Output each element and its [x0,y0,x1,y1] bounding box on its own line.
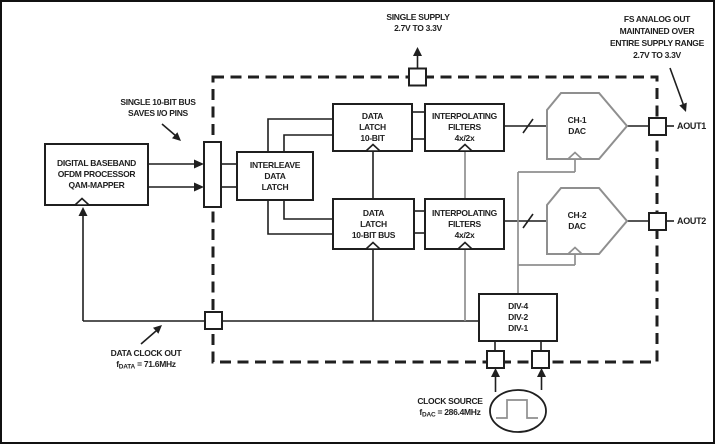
interleave-latch-label: INTERLEAVE DATA LATCH [249,159,301,192]
interp-filters-1-label: INTERPOLATING FILTERS 4x/2x [432,111,497,143]
fs-analog-out-label: FS ANALOG OUT MAINTAINED OVER ENTIRE SUP… [610,14,704,60]
processor-label: DIGITAL BASEBAND OFDM PROCESSOR QAM-MAPP… [57,158,136,190]
interp-filters-2-box [424,198,505,250]
data-clock-arrow [140,330,157,345]
block-rects [44,103,558,342]
clock-in-port-2 [531,350,550,369]
arrowheads [78,47,687,377]
dac2-clock-notch [565,246,585,255]
processor-clock-notch [72,197,92,206]
dac-1-label: CH-1 DAC [567,115,587,136]
bus-slash-1 [522,118,534,134]
data-latch-2-label: DATA LATCH 10-BIT BUS [351,207,396,240]
single-bus-label: SINGLE 10-BIT BUS SAVES I/O PINS [120,97,196,118]
data-latch-1-label: DATA LATCH 10-BIT [359,111,386,143]
latch1-clock-notch [363,143,383,152]
data-clock-port [204,311,223,330]
clock-pulse-waveform [496,399,538,419]
dac-1-shape [546,92,629,160]
aout2-label: AOUT2 [677,216,707,226]
annotation-arrows [140,67,685,345]
input-bus-port [203,141,222,208]
supply-port [408,67,427,87]
clock-in-port-1 [486,350,505,369]
latch2-clock-notch [363,241,383,250]
interleave-latch-box [236,151,314,201]
signal-wires [82,51,674,392]
clock-source-symbol [489,389,547,433]
aout1-port [648,117,667,136]
dac-2-label: CH-2 DAC [567,210,587,231]
dac-2-shape [546,187,629,255]
dac1-clock-notch [565,151,585,160]
data-latch-1-box [332,103,413,152]
data-latch-2-box [332,198,415,250]
filters1-clock-notch [455,143,475,152]
single-supply-label: SINGLE SUPPLY 2.7V TO 3.3V [386,12,450,33]
clock-notches [72,143,585,255]
clock-wires-gray [464,151,576,321]
interp-filters-2-label: INTERPOLATING FILTERS 4x/2x [432,207,497,240]
fs-analog-arrow [669,67,685,106]
interp-filters-1-box [424,103,505,152]
aout1-label: AOUT1 [677,121,707,131]
filters2-clock-notch [455,241,475,250]
aout2-port [648,212,667,231]
clock-source-label: CLOCK SOURCE fDAC = 286.4MHz [417,396,483,418]
single-bus-arrow [161,123,177,137]
data-clock-out-label: DATA CLOCK OUT fDATA = 71.6MHz [110,348,182,370]
clock-divider-label: DIV-4 DIV-2 DIV-1 [508,301,528,333]
bus-slash-2 [522,213,534,229]
processor-box [44,143,149,206]
clock-divider-box [478,293,558,342]
port-squares [204,67,667,369]
